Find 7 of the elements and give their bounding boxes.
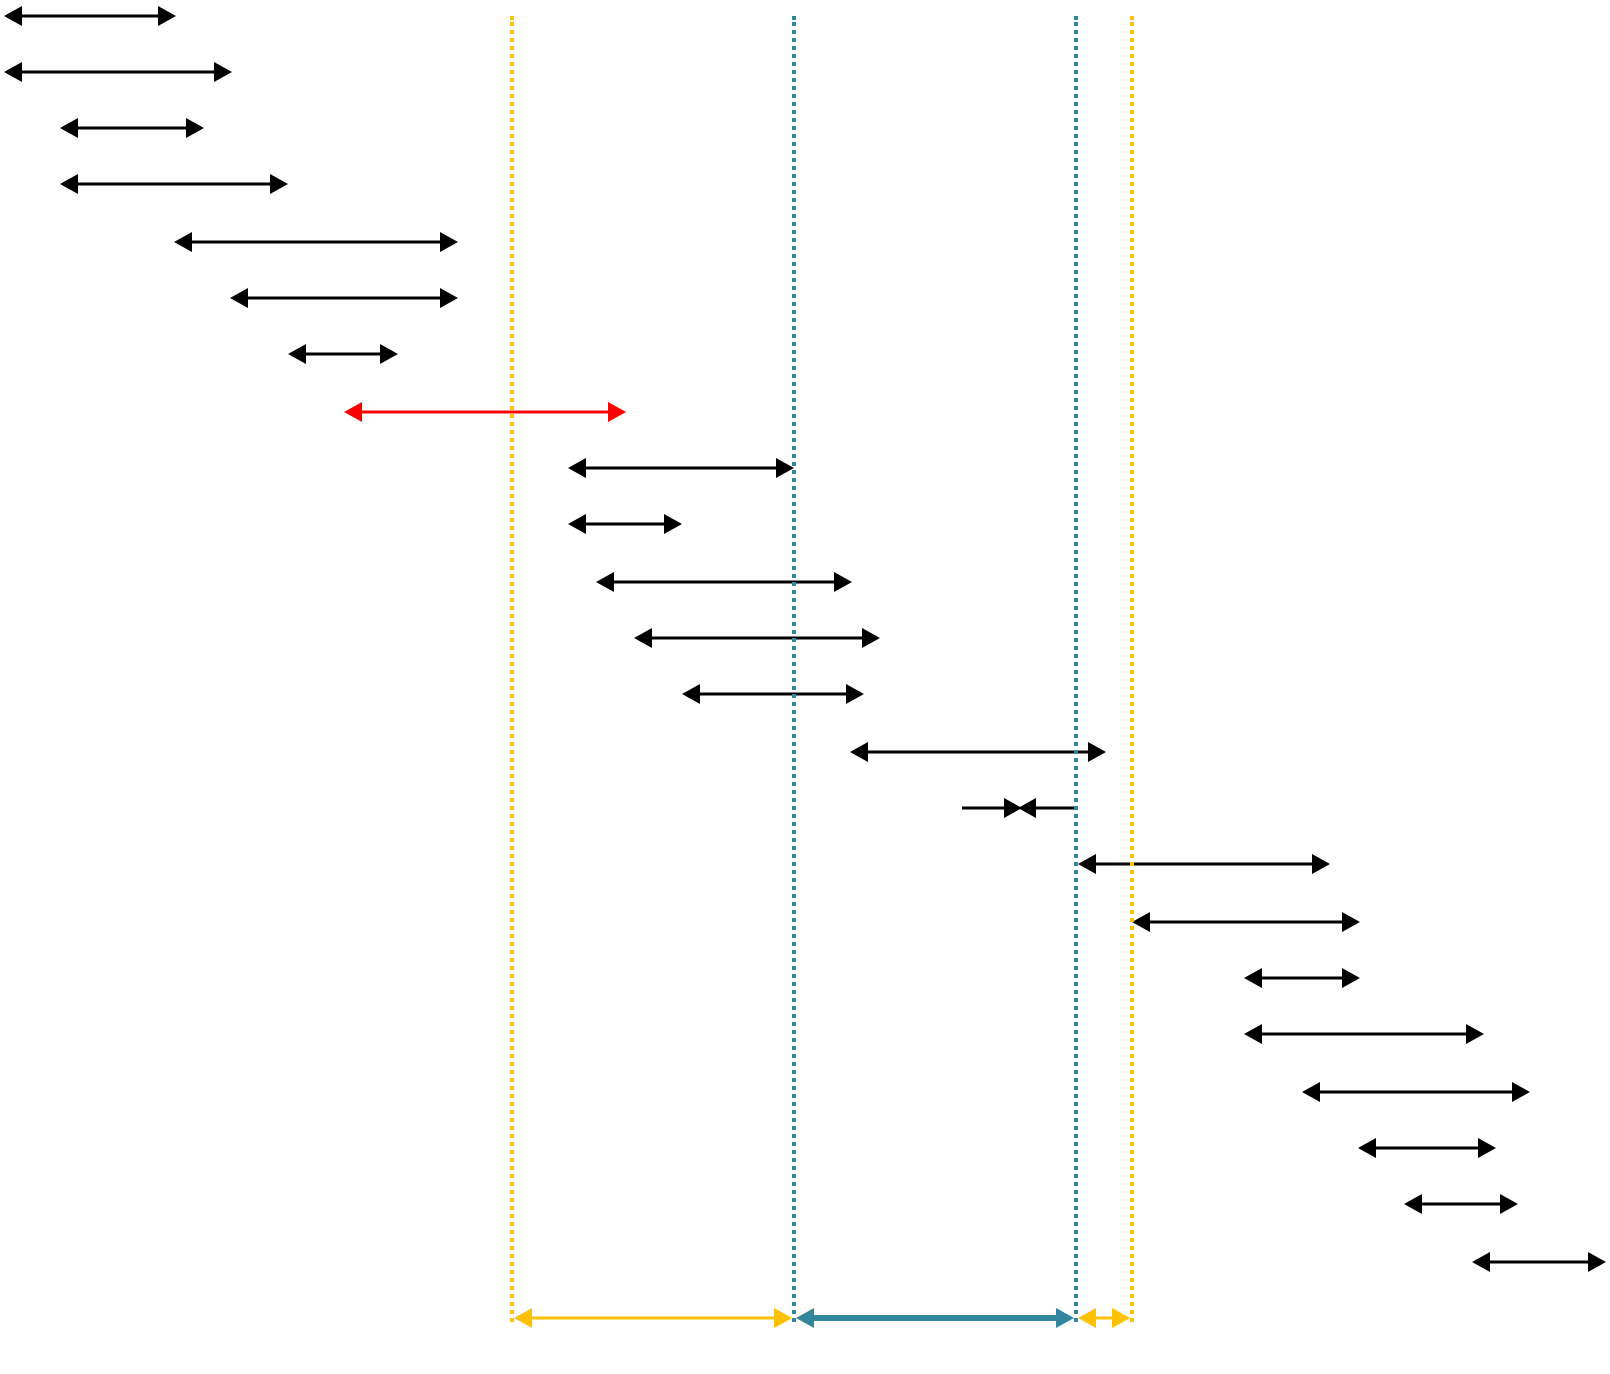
dotted-guide-line xyxy=(792,16,796,1322)
span-arrow xyxy=(514,1308,792,1328)
span-arrow xyxy=(1078,1308,1130,1328)
dotted-guide-line xyxy=(510,16,514,1322)
dotted-guide-line xyxy=(1130,16,1134,1322)
dotted-guide-line xyxy=(1074,16,1078,1322)
span-arrow xyxy=(796,1308,1074,1328)
